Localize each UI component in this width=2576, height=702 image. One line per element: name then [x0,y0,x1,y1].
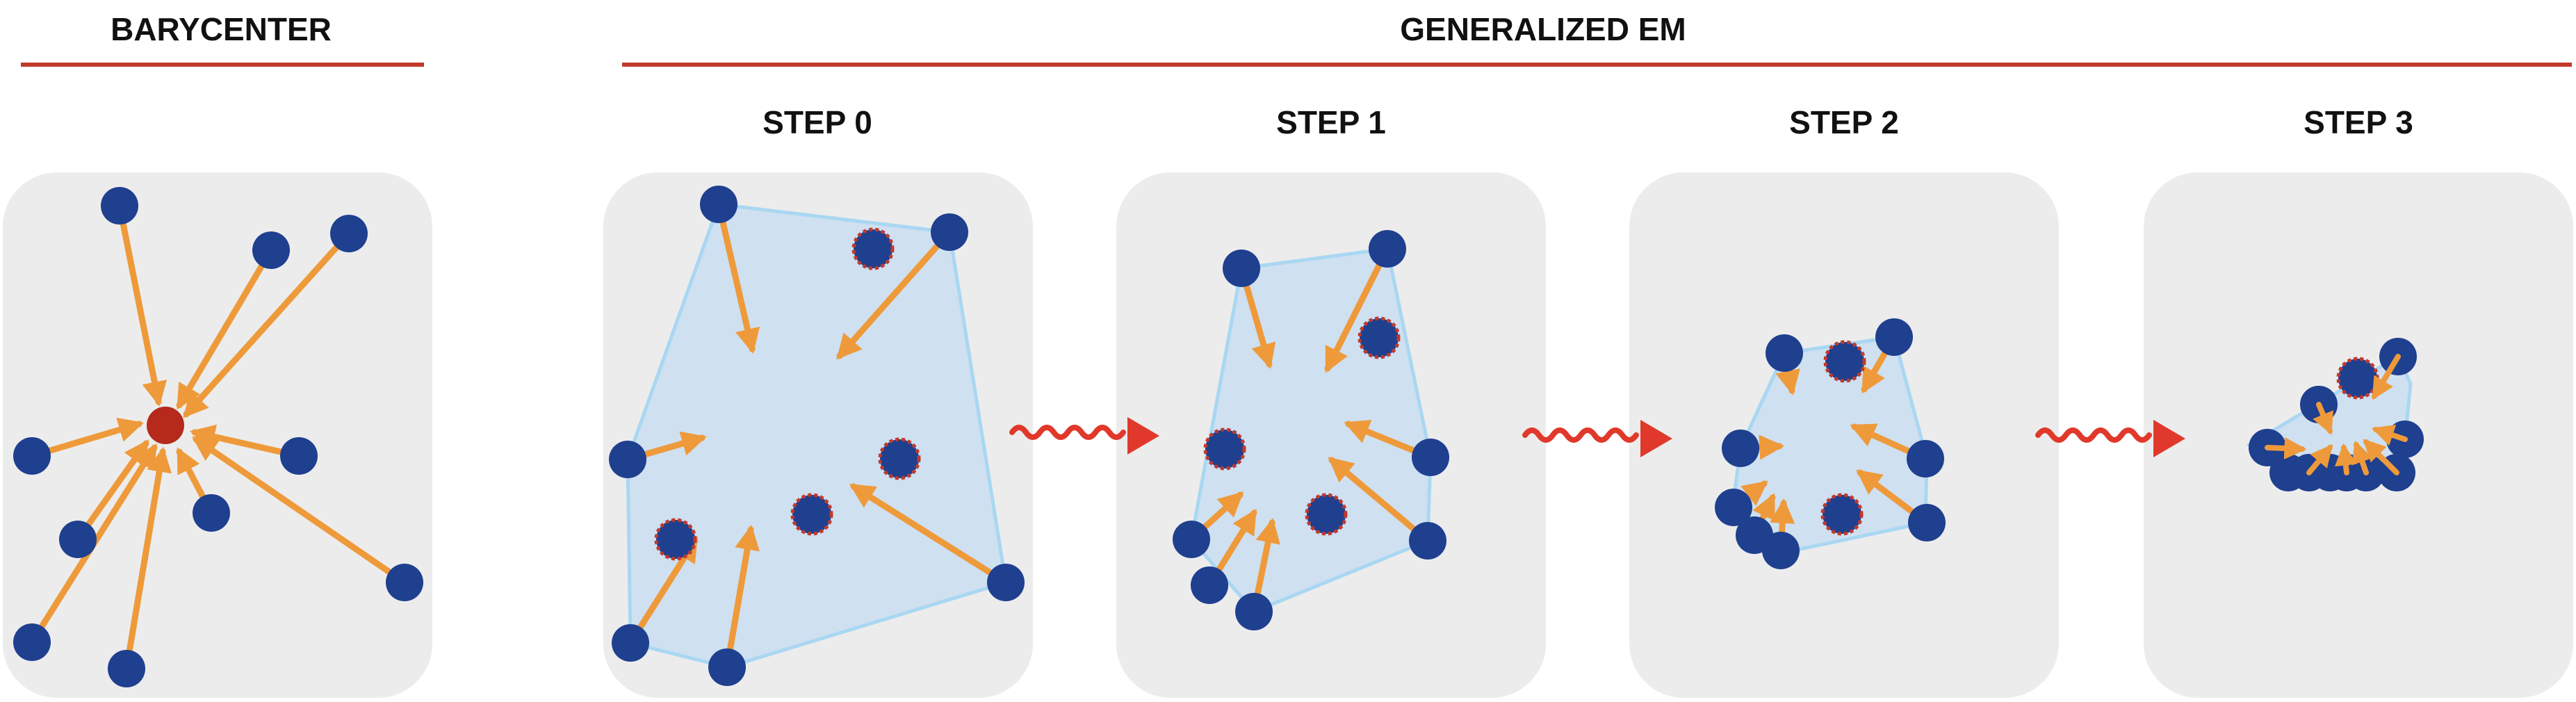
data-point [700,186,737,223]
data-point [101,187,138,225]
data-point [1412,439,1449,476]
step-3-marked-points [2336,357,2379,400]
data-point [1766,334,1803,372]
data-point [1908,504,1946,541]
data-point [1409,522,1446,560]
data-point [330,215,368,252]
data-point [1369,230,1406,268]
data-point [59,521,97,558]
step-1-points [1173,230,1449,630]
step-3-arrows [2265,354,2408,475]
data-point [609,441,646,478]
data-point [280,437,318,475]
arrow [2372,354,2401,400]
arrow [2334,443,2357,475]
marked-point [851,227,895,270]
data-point [193,494,230,532]
data-point [1191,566,1228,604]
data-point [1875,318,1913,356]
data-point [1223,250,1260,287]
marked-point [878,437,921,480]
data-point [612,624,649,662]
step-1-label: STEP 1 [1276,104,1386,140]
barycenter-arrows [28,202,408,672]
barycenter-title: BARYCENTER [111,11,332,47]
transition-arrow-2-to-3 [2035,420,2185,457]
arrow [2265,436,2307,459]
marked-point [1820,493,1864,536]
data-point [1173,521,1210,558]
arrow [1328,457,1431,544]
arrow [2351,440,2373,475]
marked-point [1358,316,1401,359]
data-point [931,213,968,251]
data-point [708,648,746,686]
data-point [1715,489,1752,526]
step-3-label: STEP 3 [2304,104,2413,140]
data-point [252,231,290,269]
data-point [108,650,145,687]
transition-arrow-0-to-1 [1009,417,1159,455]
data-point [1907,440,1944,477]
arrow [116,202,168,407]
generalized-em-title: GENERALIZED EM [1400,11,1686,47]
data-point [386,564,423,601]
arrow [715,201,760,354]
marked-point [1305,493,1348,536]
arrow [192,436,408,586]
step-2-label: STEP 2 [1789,104,1899,140]
data-point [1762,532,1800,569]
step-2-points [1715,318,1946,569]
arrow [836,229,953,360]
arrow [2313,402,2333,435]
data-point [13,437,51,475]
data-point [1235,593,1273,630]
step-1-marked-points [1203,316,1401,536]
step-0-points [609,186,1025,686]
arrow [2306,444,2333,475]
arrow [849,483,1009,586]
marked-point [790,493,833,536]
step-2-marked-points [1820,340,1866,536]
marked-point [1203,427,1246,471]
barycenter-point [147,407,184,444]
arrow [724,524,760,671]
transition-arrow-1-to-2 [1522,420,1672,457]
arrow [176,247,275,410]
data-point [1722,430,1759,467]
marked-point [654,518,697,561]
barycenter-points [13,187,423,687]
step-0-marked-points [654,227,921,561]
marked-point [1823,340,1866,383]
step-0-label: STEP 0 [763,104,872,140]
marked-point [2336,357,2379,400]
arrow [2363,439,2399,475]
data-point [987,564,1025,601]
step-1-arrows [1188,245,1434,615]
arrow [2371,424,2408,446]
arrow [183,230,352,418]
data-point [13,623,51,661]
arrow [1324,245,1391,373]
arrow [123,446,172,672]
